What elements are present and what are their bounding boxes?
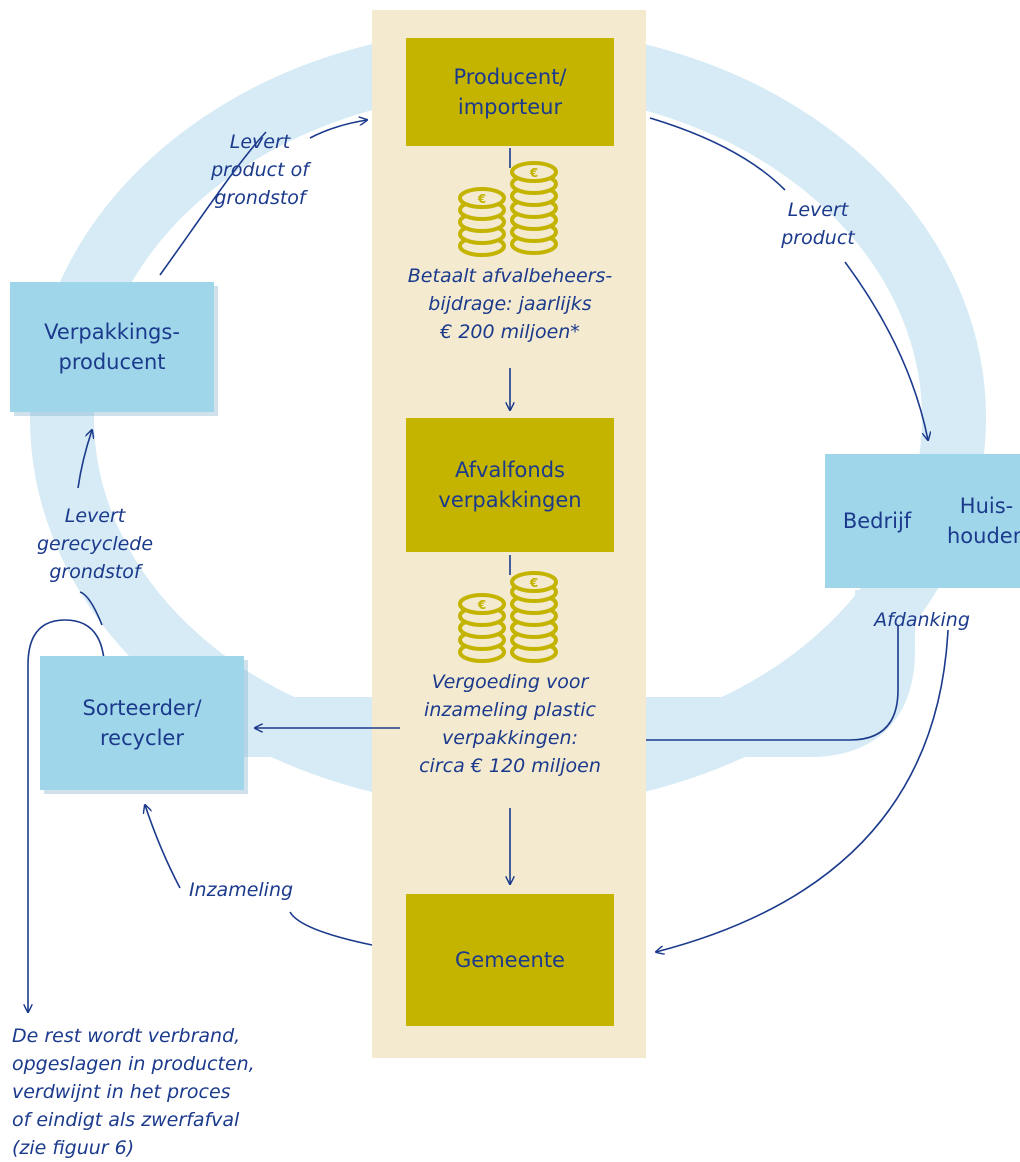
node-bedrijf: Bedrijf: [825, 454, 929, 588]
label-betaalt-afvalbeheersbijdrage: Betaalt afvalbeheers- bijdrage: jaarlijk…: [407, 265, 613, 343]
arrow-sorteerder-to-verpakkingsproducent: [77, 430, 103, 626]
node-verpakkingsproducent-label: Verpakkings- producent: [44, 320, 180, 374]
node-afvalfonds-verpakkingen: Afvalfonds verpakkingen: [406, 418, 614, 552]
node-sorteerder-label: Sorteerder/ recycler: [82, 696, 202, 750]
coins-icon: € €: [458, 571, 558, 663]
horizontal-flow-band: [240, 590, 915, 757]
label-levert-gerecyclede-grondstof: Levert gerecyclede grondstof: [36, 505, 154, 583]
label-inzameling: Inzameling: [188, 879, 294, 901]
node-verpakkingsproducent: Verpakkings- producent: [10, 282, 214, 412]
svg-text:€: €: [477, 598, 486, 612]
arrow-huishouden-to-gemeente: [656, 629, 949, 952]
node-gemeente-label: Gemeente: [455, 948, 565, 972]
arrow-levert-grondstof: [159, 120, 367, 276]
label-rest-output: De rest wordt verbrand, opgeslagen in pr…: [12, 1025, 255, 1159]
node-bedrijf-label: Bedrijf: [842, 509, 912, 533]
label-levert-product-of-grondstof: Levert product of grondstof: [211, 131, 309, 209]
svg-text:€: €: [477, 192, 486, 206]
node-producent-importeur: Producent/ importeur: [406, 38, 614, 146]
label-vergoeding-inzameling: Vergoeding voor inzameling plastic verpa…: [419, 671, 601, 777]
label-afdanking: Afdanking: [874, 609, 970, 631]
arrow-rest-output: [28, 619, 105, 1012]
node-gemeente: Gemeente: [406, 894, 614, 1026]
node-afvalfonds-label: Afvalfonds verpakkingen: [438, 458, 582, 512]
arrow-bedrijf-afdanking: [646, 625, 899, 741]
svg-text:€: €: [529, 576, 538, 590]
arrow-levert-product: [649, 117, 928, 440]
node-producent-label: Producent/ importeur: [453, 65, 567, 119]
node-sorteerder-recycler: Sorteerder/ recycler: [40, 656, 244, 790]
coins-icon: € €: [458, 161, 558, 257]
arrow-gemeente-to-sorteerder: [145, 805, 373, 946]
node-huishouden-label: Huis- houden: [947, 494, 1020, 548]
label-levert-product: Levert product: [781, 199, 855, 249]
svg-text:€: €: [529, 166, 538, 180]
node-huishouden: Huis- houden: [929, 454, 1020, 588]
